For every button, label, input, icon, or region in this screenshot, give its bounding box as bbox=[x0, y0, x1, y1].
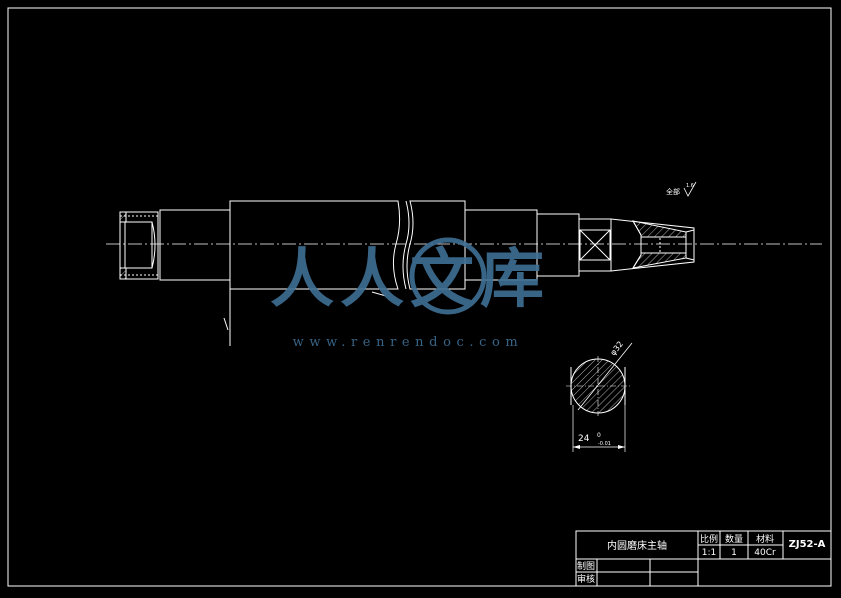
body-right bbox=[406, 200, 466, 290]
wheel-seat bbox=[578, 218, 612, 272]
quantity-value: 1 bbox=[731, 548, 737, 558]
tolerance-upper: 0 bbox=[597, 432, 601, 439]
roughness-annotation: 全部 1.6 bbox=[666, 181, 697, 197]
roughness-symbol bbox=[683, 181, 697, 197]
drafter-label: 制图 bbox=[577, 560, 595, 572]
checker-label: 审核 bbox=[577, 573, 595, 585]
section-view: φ32 24 0 -0.01 bbox=[566, 340, 633, 452]
material-header: 材料 bbox=[756, 533, 774, 545]
square-flat bbox=[579, 229, 611, 261]
drawing-number: ZJ52-A bbox=[789, 539, 826, 550]
roughness-label: 全部 bbox=[666, 187, 680, 196]
part-name: 内圆磨床主轴 bbox=[607, 539, 667, 552]
body-left bbox=[229, 200, 401, 290]
title-block-text: 内圆磨床主轴 比例 数量 材料 1:1 1 40Cr ZJ52-A 制图 审核 bbox=[577, 533, 826, 585]
material-value: 40Cr bbox=[754, 548, 776, 558]
watermark-circle bbox=[409, 237, 487, 315]
scale-value: 1:1 bbox=[702, 548, 716, 558]
fragment-marks bbox=[223, 289, 387, 346]
tolerance-lower: -0.01 bbox=[598, 441, 611, 447]
watermark-url: www.renrendoc.com bbox=[293, 335, 524, 350]
journal-left bbox=[159, 209, 231, 281]
roughness-value: 1.6 bbox=[686, 183, 694, 189]
scale-header: 比例 bbox=[700, 533, 718, 545]
dimension-24: 24 bbox=[578, 434, 590, 444]
watermark-text: 人人文库 bbox=[270, 242, 550, 317]
break-line bbox=[402, 200, 410, 290]
drawing-frame bbox=[7, 7, 832, 587]
left-threaded-end bbox=[119, 211, 159, 280]
quantity-header: 数量 bbox=[725, 533, 743, 545]
watermark: 人人文库 www.renrendoc.com bbox=[270, 237, 550, 350]
title-block bbox=[575, 530, 832, 587]
